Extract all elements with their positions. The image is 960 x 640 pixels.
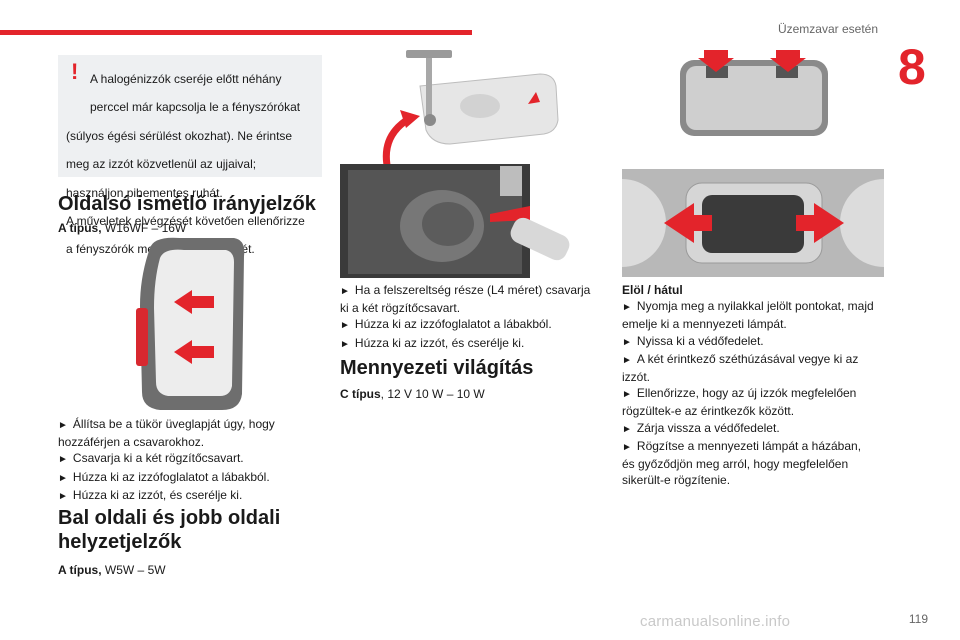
warning-line: meg az izzót közvetlenül az ujjaival;: [66, 157, 257, 172]
step-item: Rögzítse a mennyezeti lámpát a házában,: [622, 438, 892, 456]
step-item: hozzáférjen a csavarokhoz.: [58, 435, 205, 450]
steps-ceiling-light: Elöl / hátul Nyomja meg a nyilakkal jelö…: [622, 282, 892, 488]
chapter-title: Üzemzavar esetén: [777, 22, 878, 36]
step-item: rögzültek-e az érintkezők között.: [622, 404, 795, 419]
step-item: A két érintkező széthúzásával vegye ki a…: [622, 351, 892, 369]
steps-position-lights: Ha a felszereltség része (L4 méret) csav…: [340, 282, 610, 353]
mirror-illustration: [136, 237, 245, 410]
warning-box: ! A halogénizzók cseréje előtt néhány pe…: [58, 55, 322, 256]
bulb-type: A típus, W5W – 5W: [58, 563, 166, 577]
step-item: Húzza ki az izzót, és cserélje ki.: [340, 335, 610, 353]
step-item: Állítsa be a tükör üveglapját úgy, hogy: [58, 416, 328, 434]
chapter-number: 8: [898, 39, 926, 95]
step-item: emelje ki a mennyezeti lámpát.: [622, 317, 787, 332]
warning-line: A műveletek elvégzését követően ellenőri…: [66, 214, 305, 229]
ceiling-light-bulb-illustration: [622, 169, 884, 277]
warning-line: A halogénizzók cseréje előtt néhány: [90, 72, 282, 86]
step-item: ki a két rögzítőcsavart.: [340, 301, 461, 316]
page-number: 119: [908, 612, 928, 626]
step-item: Húzza ki az izzófoglalatot a lábakból.: [58, 469, 328, 487]
step-item: és győződjön meg arról, hogy megfelelően: [622, 457, 849, 472]
step-item: Ha a felszereltség része (L4 méret) csav…: [340, 282, 610, 300]
section-heading: Mennyezeti világítás: [340, 357, 534, 379]
bulb-type: A típus, W16WF – 16W: [58, 221, 187, 235]
warning-line: használjon pihementes ruhát.: [66, 185, 223, 200]
header-accent-bar: [0, 30, 472, 35]
section-side-repeaters: Oldalsó ismétlő irányjelzők A típus, W16…: [58, 192, 328, 236]
position-light-illustration: [340, 50, 570, 278]
step-item: izzót.: [622, 370, 651, 385]
step-item: Húzza ki az izzófoglalatot a lábakból.: [340, 316, 610, 334]
ceiling-light-cover-illustration: [680, 50, 828, 136]
step-item: Csavarja ki a két rögzítőcsavart.: [58, 450, 328, 468]
step-item: Ellenőrizze, hogy az új izzók megfelelőe…: [622, 385, 892, 403]
section-heading: Oldalsó ismétlő irányjelzők: [58, 193, 316, 215]
section-ceiling-light: Mennyezeti világítás C típus, 12 V 10 W …: [340, 356, 610, 402]
step-item: Nyissa ki a védőfedelet.: [622, 333, 892, 351]
bulb-type: C típus, 12 V 10 W – 10 W: [340, 387, 485, 401]
steps-side-repeaters: Állítsa be a tükör üveglapját úgy, hogy …: [58, 416, 328, 505]
step-subheading: Elöl / hátul: [622, 283, 683, 297]
step-item: Nyomja meg a nyilakkal jelölt pontokat, …: [622, 298, 892, 316]
warning-line: (súlyos égési sérülést okozhat). Ne érin…: [66, 128, 293, 143]
warning-line: perccel már kapcsolja le a fényszórókat: [90, 100, 301, 115]
step-item: Zárja vissza a védőfedelet.: [622, 420, 892, 438]
step-item: Húzza ki az izzót, és cserélje ki.: [58, 487, 328, 505]
step-item: sikerült-e rögzítenie.: [622, 473, 731, 488]
watermark: carmanualsonline.info: [640, 613, 791, 630]
exclamation-icon: !: [71, 59, 79, 84]
